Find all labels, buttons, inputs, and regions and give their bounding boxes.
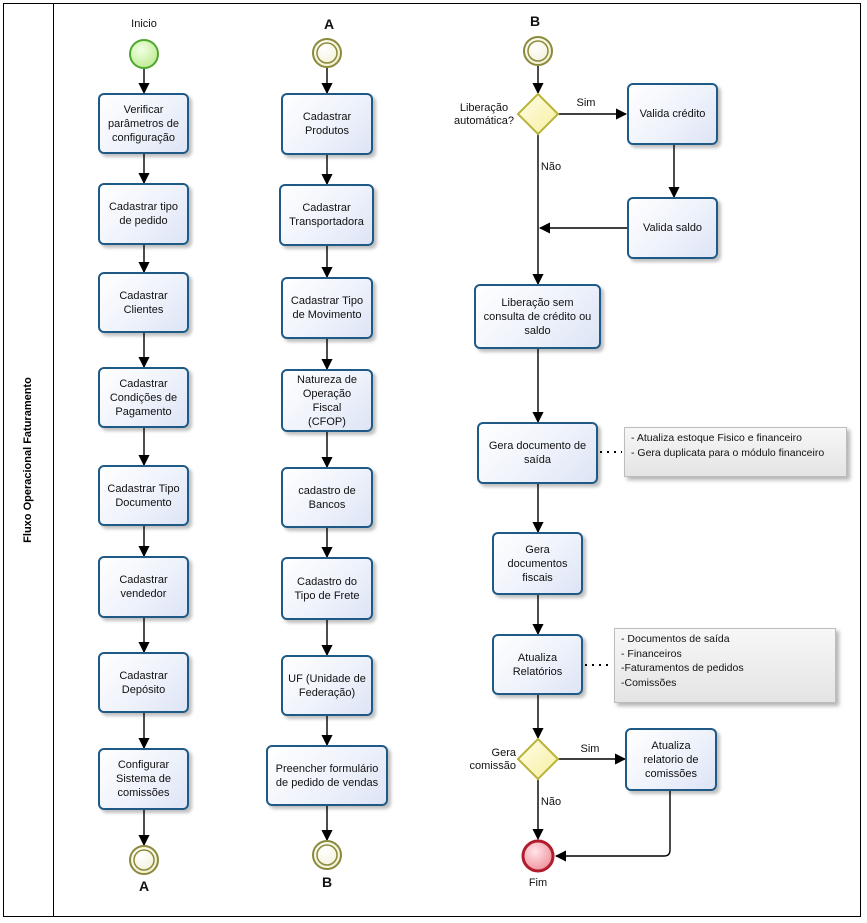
task-cadastrar-deposito[interactable]: Cadastrar Depósito [98,652,189,713]
task-cadastrar-transportadora[interactable]: Cadastrar Transportadora [279,184,374,246]
task-preencher-formulario[interactable]: Preencher formulário de pedido de vendas [266,745,388,806]
task-cadastrar-clientes[interactable]: Cadastrar Clientes [98,272,189,333]
intermediate-event-b2-label: B [529,13,541,29]
annotation-relatorios-line: - Financeiros [621,647,682,660]
gateway-comissao-sim-label: Sim [580,743,600,755]
annotation-doc-saida-line: - Gera duplicata para o módulo financeir… [631,446,825,459]
intermediate-event-b1-label: B [321,874,333,890]
gateway-comissao-label: Gera comissão [469,747,516,772]
task-cadastrar-tipo-documento[interactable]: Cadastrar Tipo Documento [98,465,189,526]
task-cadastrar-produtos[interactable]: Cadastrar Produtos [281,93,373,155]
task-valida-credito[interactable]: Valida crédito [627,83,718,145]
intermediate-event-a2 [312,38,342,68]
task-atualiza-relatorios[interactable]: Atualiza Relatórios [492,634,583,695]
task-configurar-comissoes[interactable]: Configurar Sistema de comissões [98,748,189,810]
task-cadastrar-condicoes-pagamento[interactable]: Cadastrar Condições de Pagamento [98,367,189,428]
pool-header-divider [53,3,54,917]
task-uf-unidade-federacao[interactable]: UF (Unidade de Federação) [281,655,373,716]
task-atualiza-relatorio-comissoes[interactable]: Atualiza relatorio de comissões [625,728,717,791]
gateway-liberacao-nao-label: Não [540,161,562,173]
annotation-relatorios: - Documentos de saída - Financeiros -Fat… [614,628,836,703]
task-cadastrar-tipo-movimento[interactable]: Cadastrar Tipo de Movimento [281,277,373,339]
intermediate-event-b1 [312,840,342,870]
gateway-gera-comissao [516,737,560,781]
task-cadastrar-vendedor[interactable]: Cadastrar vendedor [98,556,189,618]
intermediate-event-b2 [523,36,553,66]
task-cadastro-bancos[interactable]: cadastro de Bancos [281,467,373,528]
annotation-relatorios-line: -Comissões [621,676,677,689]
task-verificar-parametros[interactable]: Verificar parâmetros de configuração [98,93,189,154]
gateway-liberacao-sim-label: Sim [576,97,596,109]
task-gera-documento-saida[interactable]: Gera documento de saída [477,422,598,484]
task-valida-saldo[interactable]: Valida saldo [627,197,718,259]
start-event-label: Inicio [131,18,157,30]
intermediate-event-a1 [129,845,159,875]
end-event-label: Fim [528,877,548,889]
task-cadastro-tipo-frete[interactable]: Cadastro do Tipo de Frete [281,557,373,620]
annotation-relatorios-line: -Faturamentos de pedidos [621,662,744,674]
gateway-comissao-nao-label: Não [540,796,562,808]
task-cadastrar-tipo-pedido[interactable]: Cadastrar tipo de pedido [98,183,189,245]
pool [3,3,861,917]
column3-connectors [532,66,680,862]
gateway-liberacao-label: Liberação automática? [454,102,514,127]
end-event [521,839,555,873]
task-natureza-operacao-fiscal[interactable]: Natureza de Operação Fiscal (CFOP) [281,369,373,432]
task-gera-documentos-fiscais[interactable]: Gera documentos fiscais [492,532,583,595]
intermediate-event-a2-label: A [323,16,335,32]
task-liberacao-sem-consulta[interactable]: Liberação sem consulta de crédito ou sal… [474,284,601,349]
gateway-liberacao-automatica [516,92,560,136]
annotation-relatorios-line: - Documentos de saída [621,633,730,645]
annotation-doc-saida: - Atualiza estoque Fisico e financeiro -… [624,427,847,477]
start-event [129,39,159,69]
intermediate-event-a1-label: A [138,878,150,894]
annotation-doc-saida-line: - Atualiza estoque Fisico e financeiro [631,432,803,444]
